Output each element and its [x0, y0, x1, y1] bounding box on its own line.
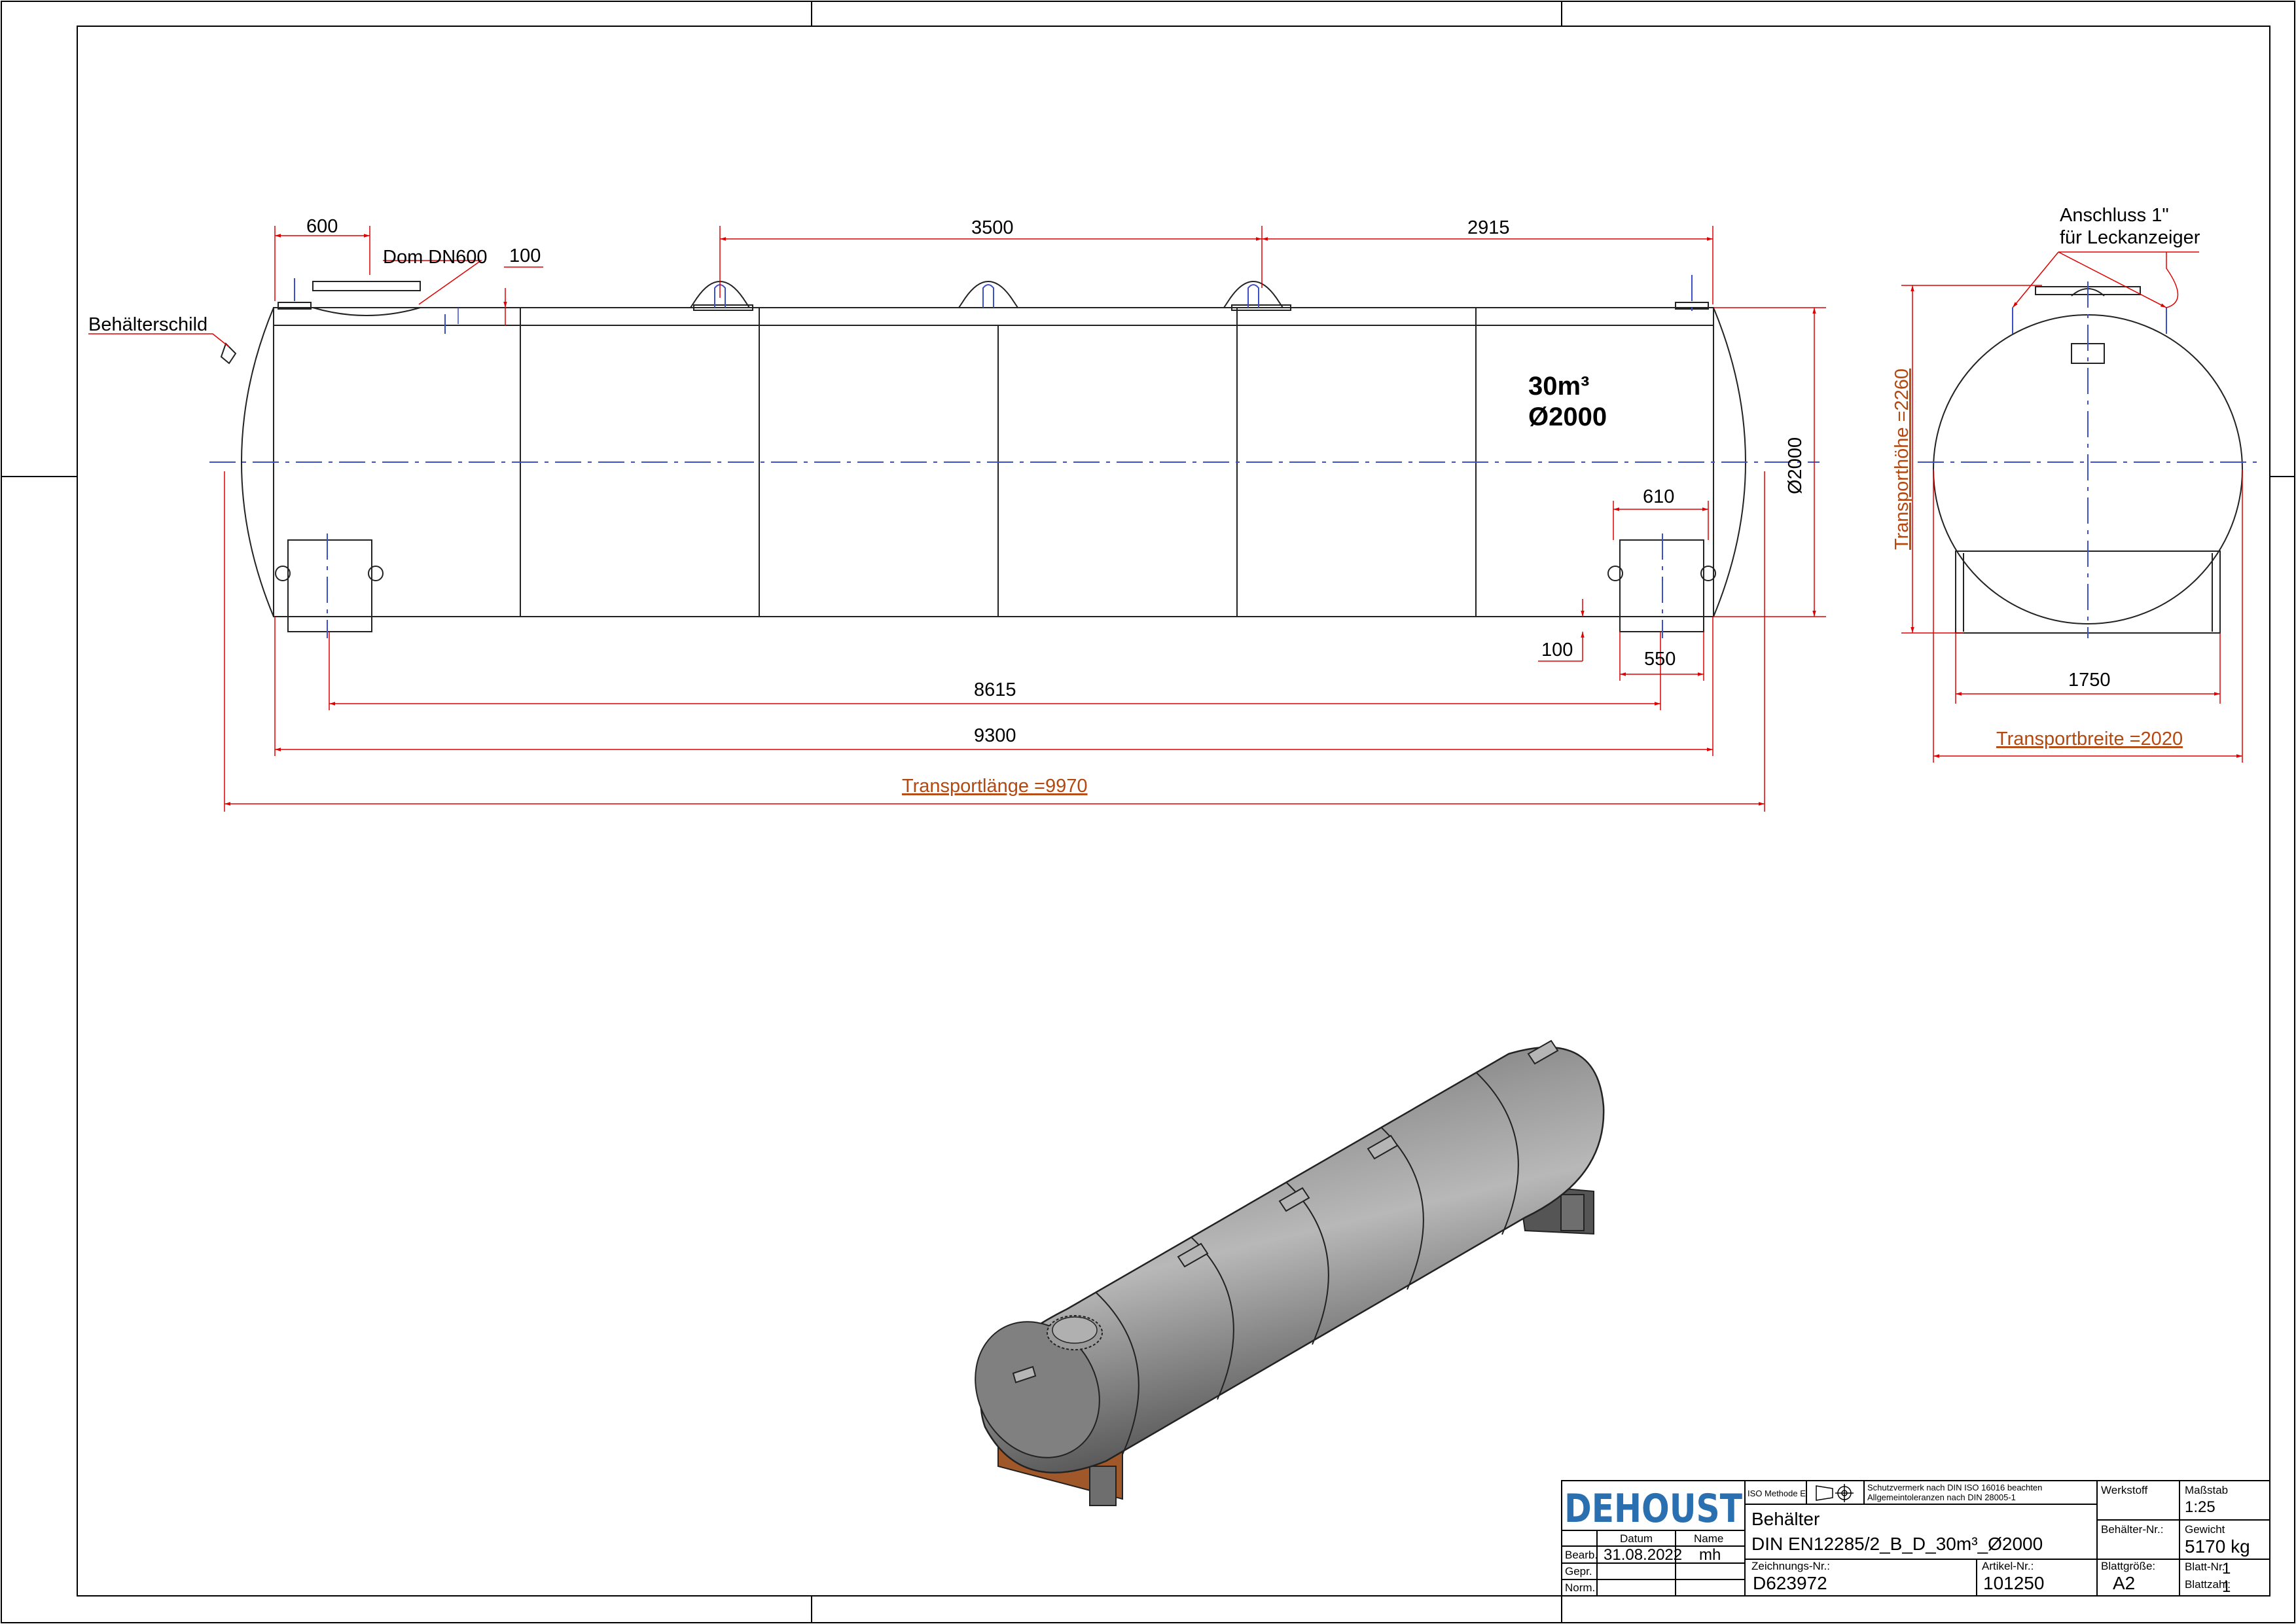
title-line-1: Behälter [1751, 1509, 1820, 1529]
weight-label: Gewicht [2185, 1523, 2225, 1536]
side-view: Behälterschild Dom DN600 30m³ Ø2000 600 … [88, 216, 1826, 812]
material-label: Werkstoff [2101, 1484, 2147, 1496]
dim-8615: 8615 [974, 679, 1016, 700]
dim-550: 550 [1644, 649, 1676, 670]
dim-diameter: Ø2000 [1785, 437, 1806, 494]
scale-value: 1:25 [2185, 1498, 2215, 1516]
nameplate-label: Behälterschild [88, 314, 207, 335]
diameter-label: Ø2000 [1528, 403, 1607, 431]
end-centerlines [1918, 281, 2258, 638]
drawing-no: D623972 [1753, 1573, 1827, 1593]
side-centerlines [209, 275, 1820, 638]
dim-3500: 3500 [971, 217, 1014, 238]
connection-label-2: für Leckanzeiger [2060, 227, 2200, 248]
isometric-view [975, 1039, 1605, 1506]
transport-width: Transportbreite =2020 [1996, 729, 2183, 749]
drawing-no-label: Zeichnungs-Nr.: [1751, 1560, 1830, 1572]
header-name: Name [1694, 1532, 1723, 1545]
header-datum: Datum [1620, 1532, 1653, 1545]
sheet-size-label: Blattgröße: [2101, 1560, 2155, 1572]
title-block: DEHOUST ISO Methode E Schutzvermerk nach… [1561, 1480, 2270, 1597]
gepr-label: Gepr. [1565, 1565, 1592, 1578]
tank-iso-endcap [975, 1321, 1100, 1458]
dim-610: 610 [1643, 486, 1674, 507]
dim-9300: 9300 [974, 725, 1016, 746]
dome-label: Dom DN600 [383, 247, 488, 268]
title-line-2: DIN EN12285/2_B_D_30m³_Ø2000 [1751, 1534, 2043, 1554]
article-no-label: Artikel-Nr.: [1982, 1560, 2034, 1572]
sheet-no-label: Blatt-Nr.: [2185, 1561, 2228, 1573]
dim-2915: 2915 [1467, 217, 1510, 238]
article-no: 101250 [1983, 1573, 2044, 1593]
volume-label: 30m³ [1528, 372, 1589, 401]
iso-method: ISO Methode E [1748, 1489, 1806, 1498]
end-view: Anschluss 1" für Leckanzeiger Transporth… [1892, 205, 2258, 763]
note-line-2: Allgemeintoleranzen nach DIN 28005-1 [1867, 1492, 2016, 1502]
bearb-name: mh [1699, 1546, 1721, 1564]
container-no-label: Behälter-Nr.: [2101, 1523, 2163, 1536]
end-dimensions [1901, 251, 2243, 763]
dim-1750: 1750 [2068, 670, 2111, 691]
norm-label: Norm. [1565, 1581, 1595, 1594]
note-line-1: Schutzvermerk nach DIN ISO 16016 beachte… [1867, 1483, 2042, 1492]
weight-value: 5170 kg [2185, 1536, 2250, 1557]
sheet-count-label: Blattzahl: [2185, 1578, 2231, 1591]
transport-height: Transporthöhe =2260 [1892, 369, 1912, 550]
company-logo: DEHOUST [1564, 1486, 1742, 1532]
dim-600: 600 [306, 216, 338, 237]
sheet-no: 1 [2222, 1560, 2231, 1578]
dim-100-bottom: 100 [1541, 640, 1573, 660]
connection-label-1: Anschluss 1" [2060, 205, 2169, 226]
tank-side-body [220, 281, 1746, 632]
sheet-count: 1 [2222, 1578, 2231, 1596]
scale-label: Maßstab [2185, 1484, 2228, 1496]
sheet-size: A2 [2113, 1573, 2135, 1593]
bearb-label: Bearb. [1565, 1549, 1598, 1561]
transport-length: Transportlänge =9970 [902, 776, 1088, 797]
side-dimensions [88, 226, 1826, 812]
bearb-date: 31.08.2022 [1604, 1546, 1682, 1564]
dim-100-top: 100 [509, 245, 541, 266]
